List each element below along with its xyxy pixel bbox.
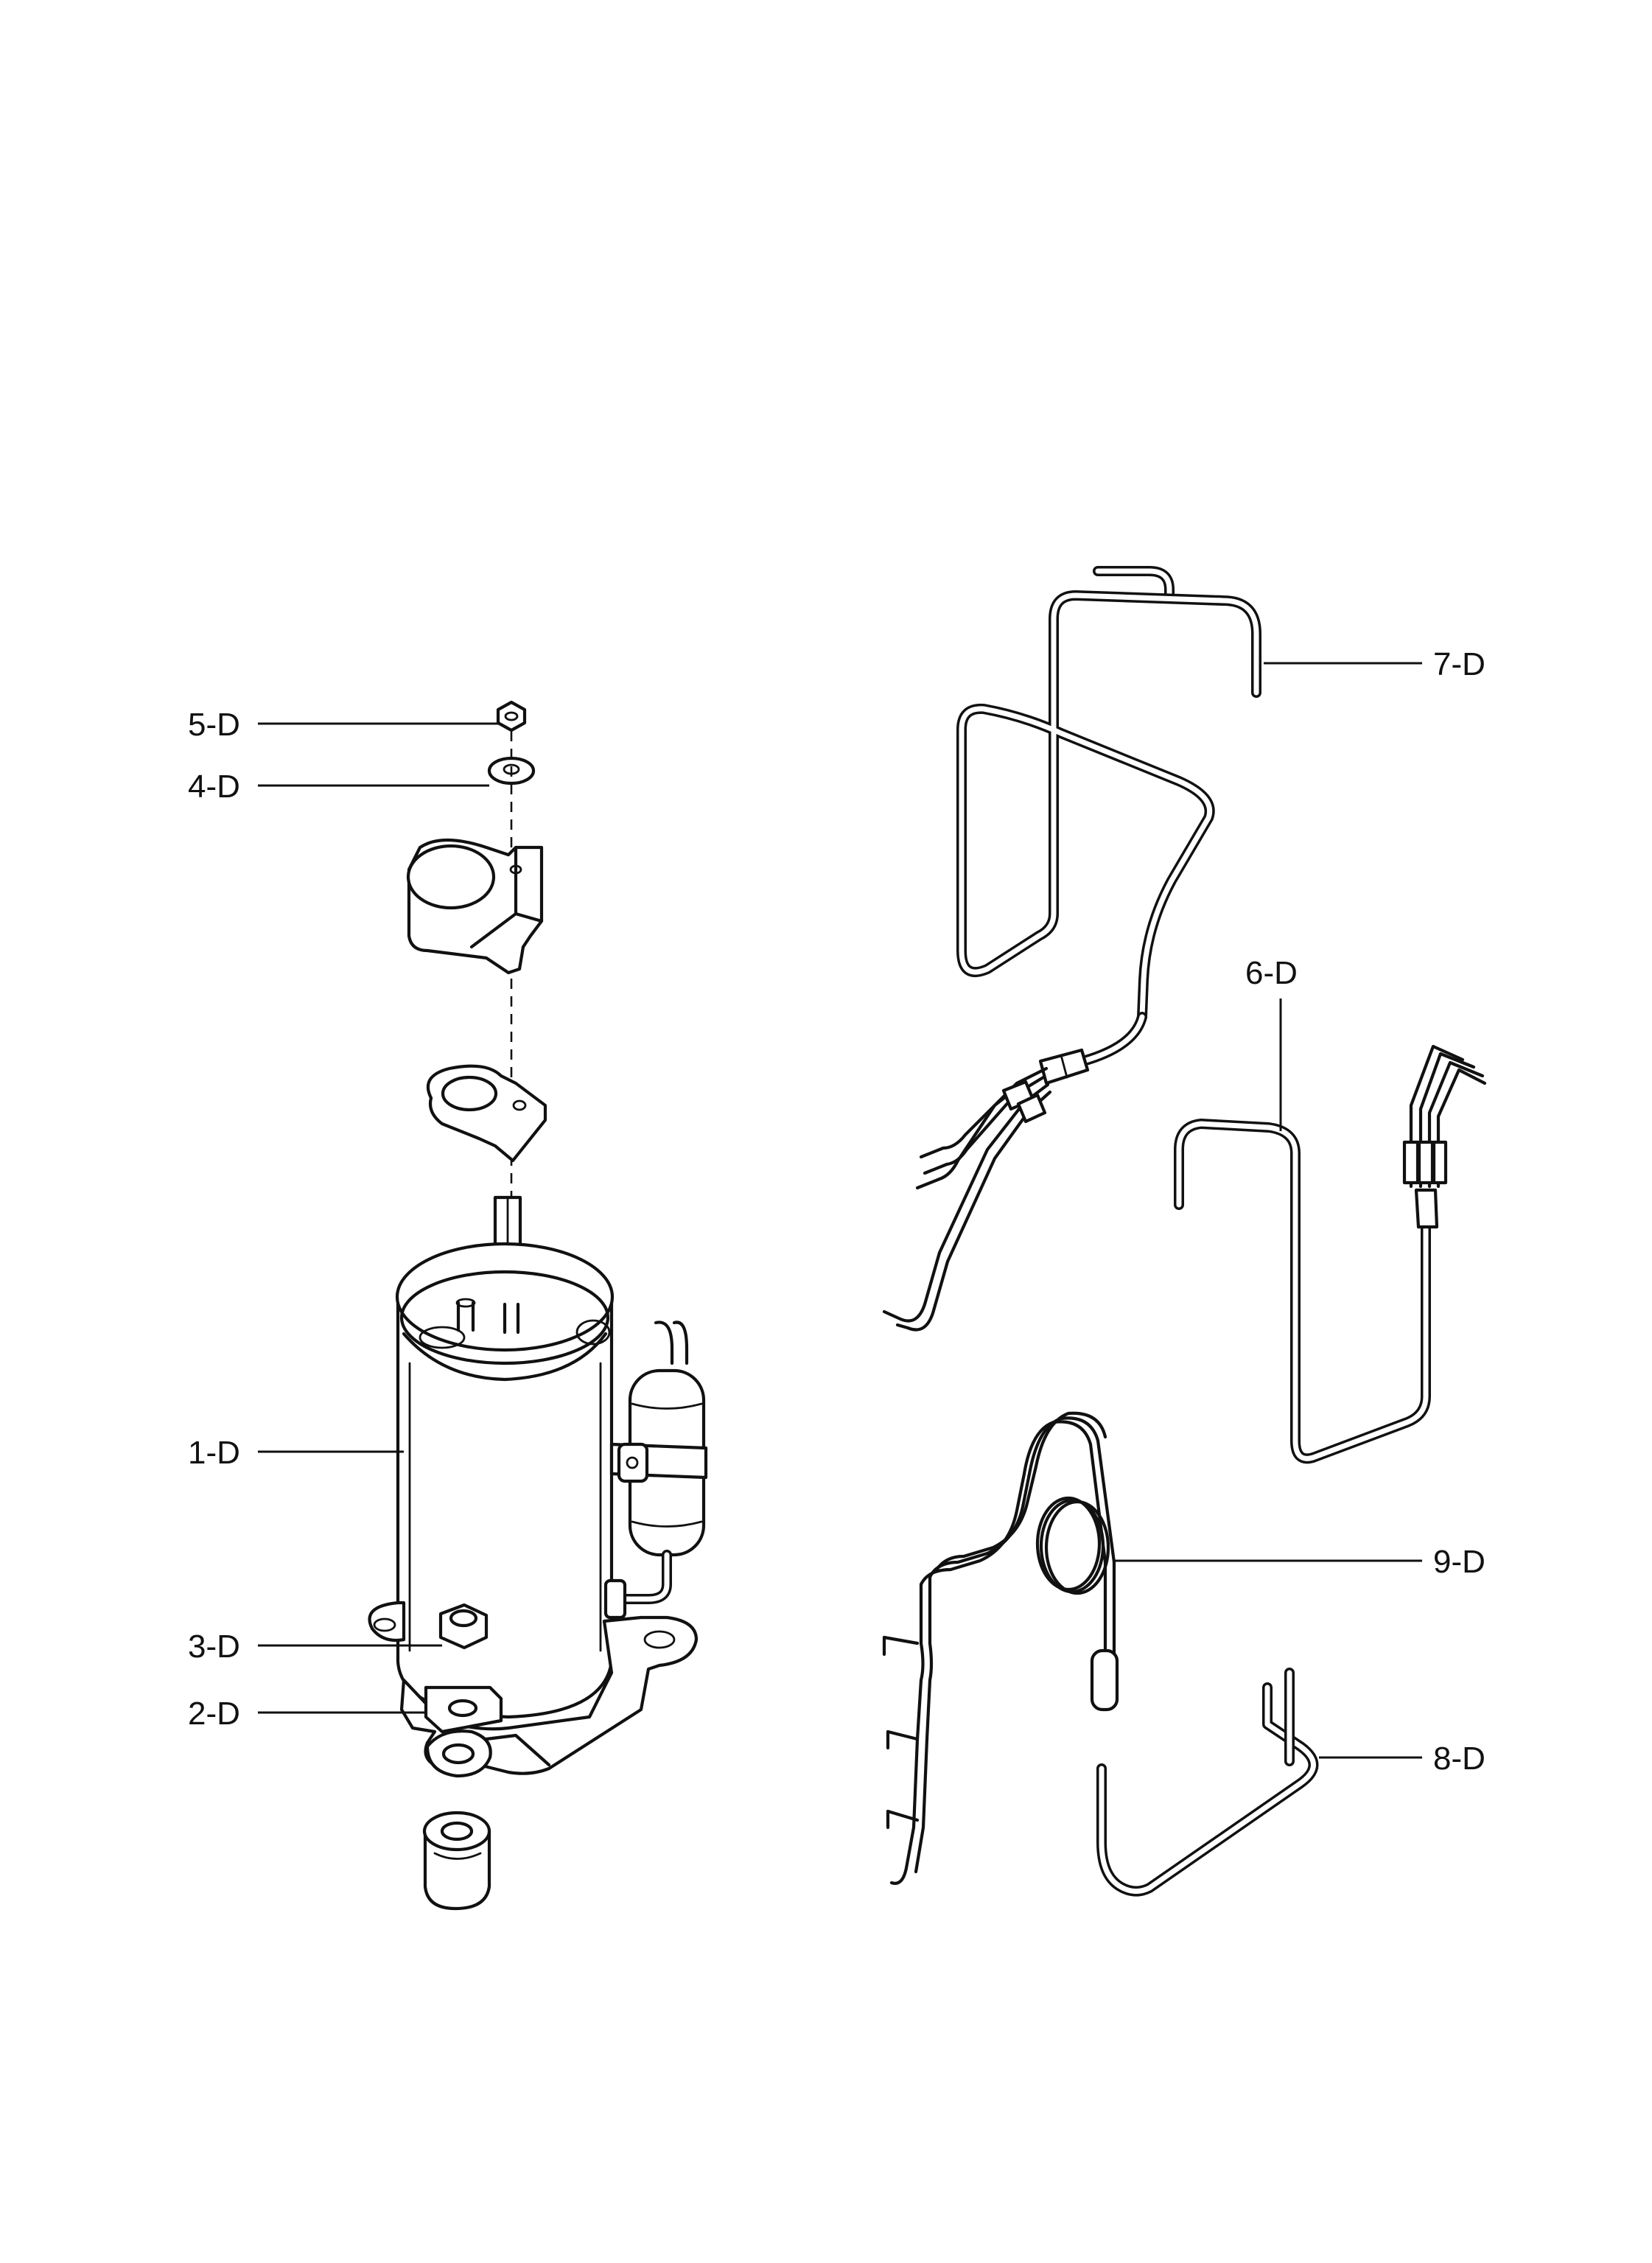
suction-pipe — [1174, 1044, 1487, 1464]
callout-7-d: 7-D — [1433, 646, 1485, 682]
capillary-tube — [882, 1411, 1119, 1885]
accumulator — [603, 1321, 708, 1620]
callout-6-d: 6-D — [1245, 955, 1298, 991]
callout-4-d: 4-D — [188, 769, 240, 805]
terminal-gasket — [426, 1064, 547, 1163]
hex-nut — [438, 1603, 489, 1650]
u-pipe — [1096, 1668, 1319, 1897]
terminal-cover — [406, 838, 544, 975]
callout-1-d: 1-D — [188, 1435, 240, 1471]
rubber-grommet — [422, 1811, 491, 1911]
callout-8-d: 8-D — [1433, 1741, 1485, 1777]
mount-bracket — [424, 1685, 503, 1778]
cap-nut — [496, 700, 527, 732]
callout-3-d: 3-D — [188, 1629, 240, 1665]
callout-5-d: 5-D — [188, 707, 240, 743]
discharge-pipe — [882, 566, 1261, 1332]
callout-9-d: 9-D — [1433, 1544, 1485, 1580]
callout-2-d: 2-D — [188, 1696, 240, 1732]
